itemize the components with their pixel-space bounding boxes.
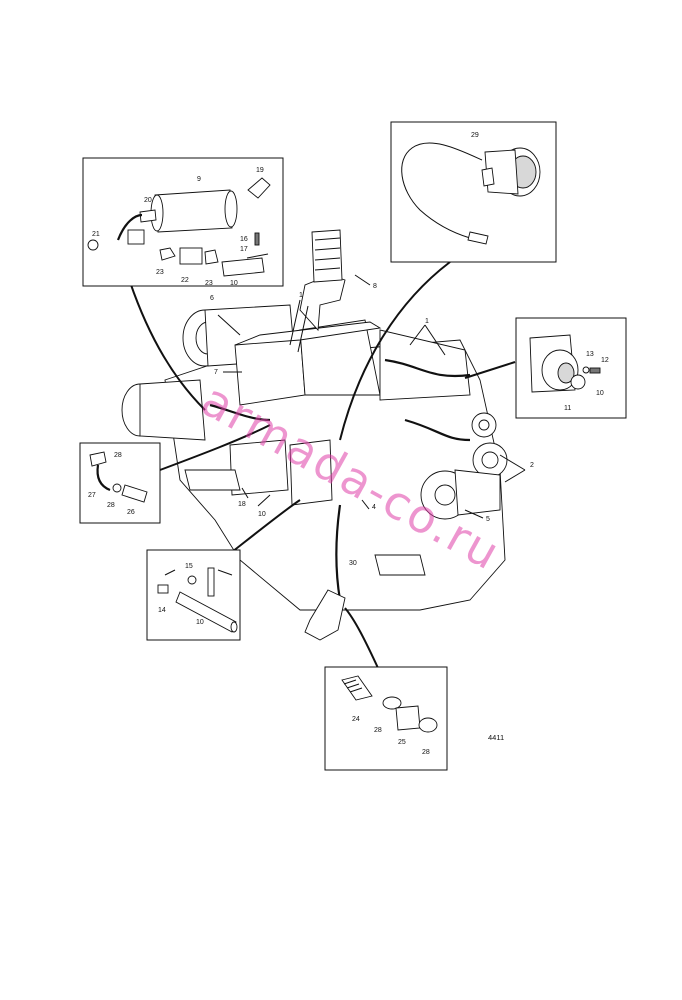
callout-1b: 1 xyxy=(425,318,429,325)
callout-19: 19 xyxy=(256,167,264,174)
callout-20: 20 xyxy=(144,197,152,204)
callout-23a: 23 xyxy=(156,269,164,276)
figure-number: 4411 xyxy=(488,733,504,742)
callout-4: 4 xyxy=(372,504,376,511)
callout-8: 8 xyxy=(373,283,377,290)
callout-28b: 28 xyxy=(107,502,115,509)
callout-16: 16 xyxy=(240,236,248,243)
callout-10b: 10 xyxy=(230,280,238,287)
inset-elbow-box xyxy=(79,442,161,524)
callout-12: 12 xyxy=(601,357,609,364)
callout-10a: 10 xyxy=(258,511,266,518)
inset-hose-box xyxy=(324,666,448,771)
callout-28a: 28 xyxy=(114,452,122,459)
callout-27: 27 xyxy=(88,492,96,499)
callout-21: 21 xyxy=(92,231,100,238)
inset-sender-box xyxy=(515,317,627,419)
callout-28d: 28 xyxy=(422,749,430,756)
callout-18: 18 xyxy=(238,501,246,508)
callout-11: 11 xyxy=(564,405,571,412)
callout-9: 9 xyxy=(197,176,201,183)
callout-10c: 10 xyxy=(196,619,204,626)
callout-22: 22 xyxy=(181,277,189,284)
callout-6: 6 xyxy=(210,295,214,302)
callout-28c: 28 xyxy=(374,727,382,734)
leader-lines xyxy=(129,261,526,669)
callout-13: 13 xyxy=(586,351,594,358)
inset-filter-box xyxy=(82,157,284,287)
callout-1: 1 xyxy=(299,292,303,299)
callout-30: 30 xyxy=(349,560,357,567)
callout-24: 24 xyxy=(352,716,360,723)
callout-7: 7 xyxy=(214,369,218,376)
callout-29: 29 xyxy=(471,132,479,139)
callout-17: 17 xyxy=(240,246,248,253)
callout-5: 5 xyxy=(486,516,490,523)
callout-26: 26 xyxy=(127,509,135,516)
callout-14: 14 xyxy=(158,607,166,614)
callout-labels: 1 1 2 4 5 6 7 8 9 10 10 10 10 11 12 13 1… xyxy=(88,132,609,756)
callout-10d: 10 xyxy=(596,390,604,397)
callout-2: 2 xyxy=(530,462,534,469)
inset-bracket-box xyxy=(146,549,241,641)
callout-25: 25 xyxy=(398,739,406,746)
inset-gauge-box xyxy=(390,121,557,263)
engine-assembly xyxy=(121,229,508,641)
callout-23b: 23 xyxy=(205,280,213,287)
callout-15: 15 xyxy=(185,563,193,570)
